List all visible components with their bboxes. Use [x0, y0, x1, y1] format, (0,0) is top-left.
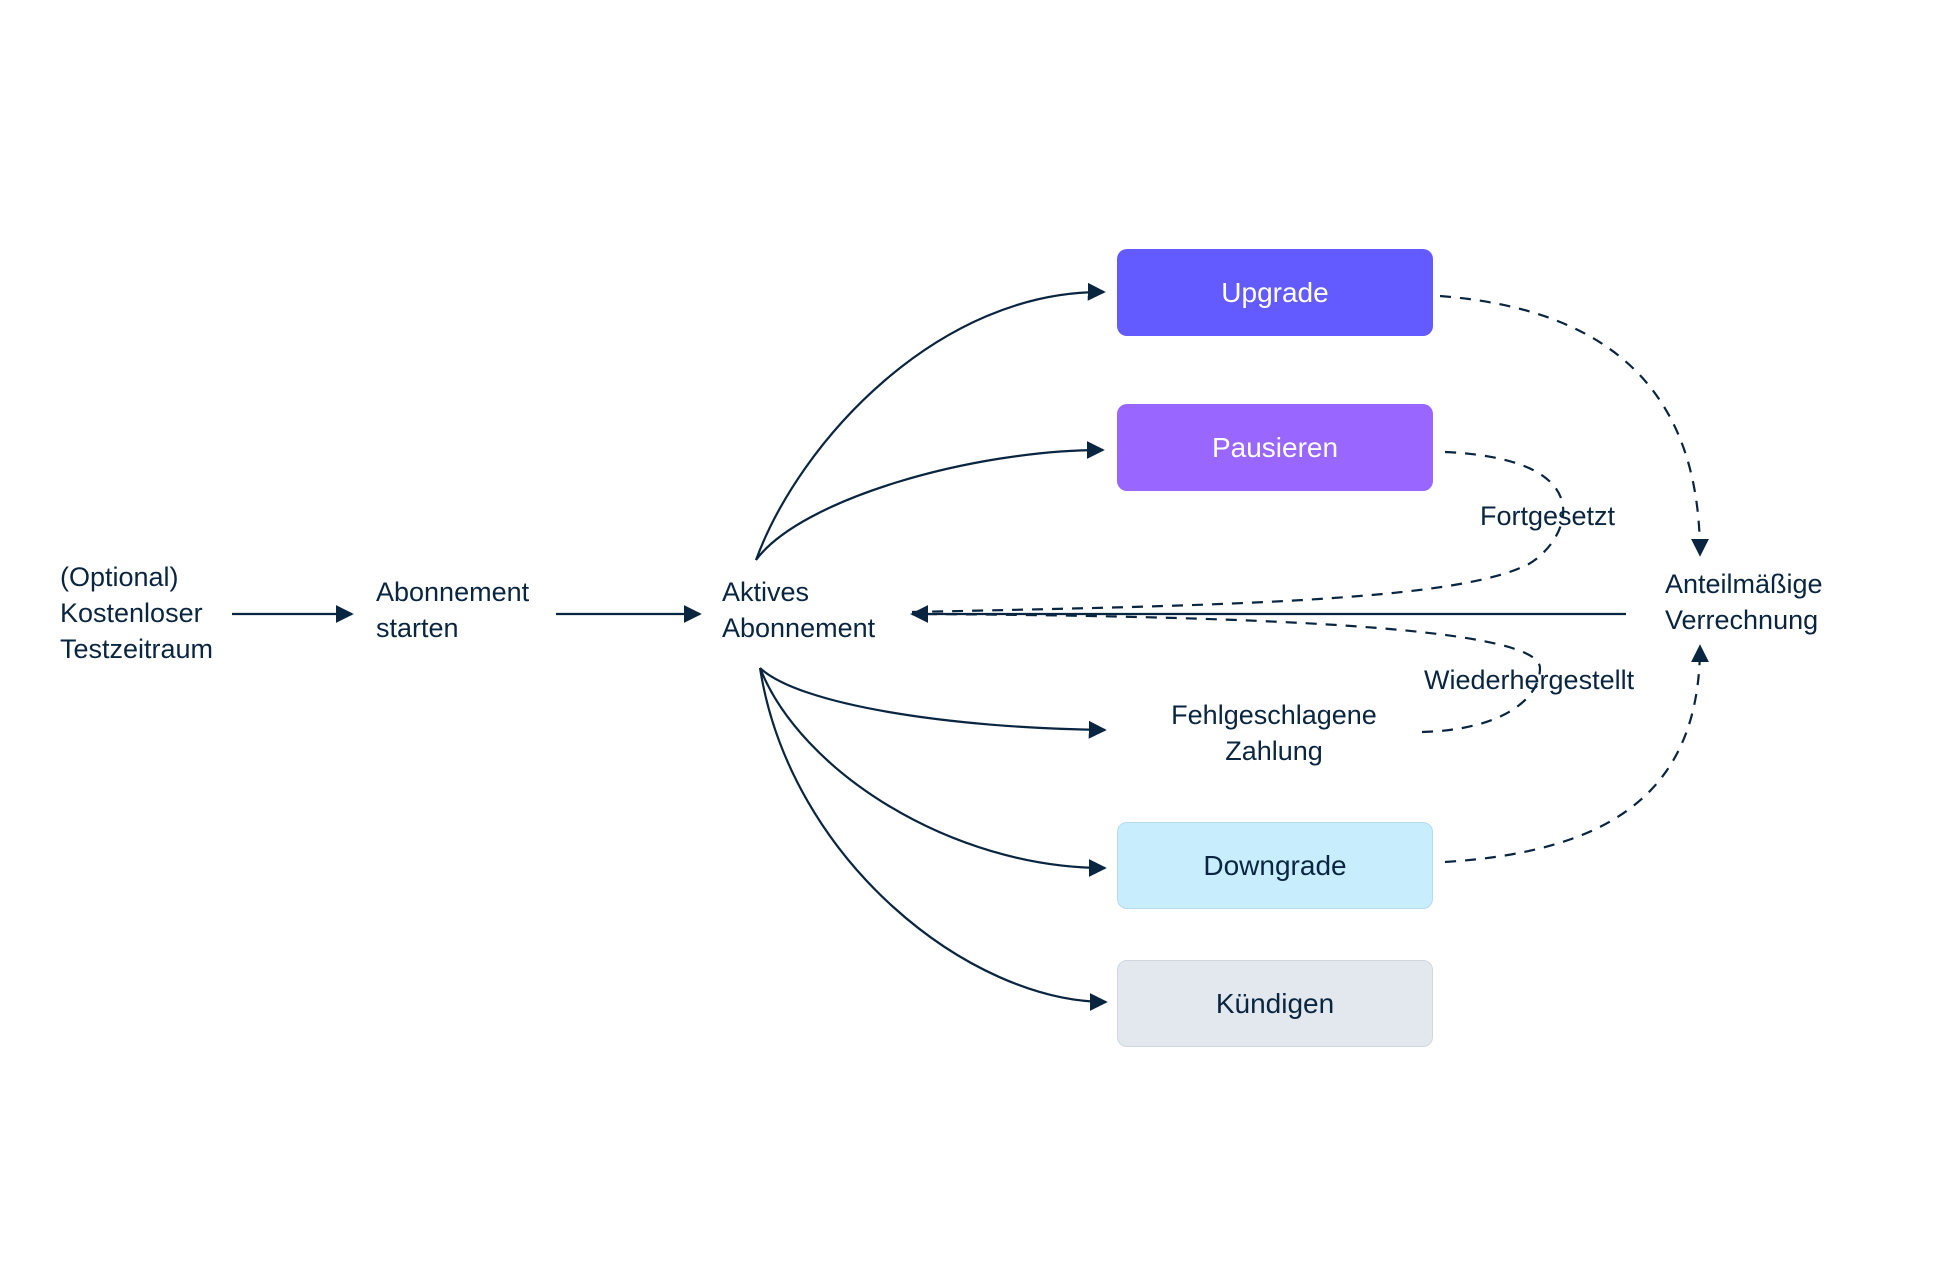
- failed-line-2: Zahlung: [1225, 736, 1323, 766]
- arrow-active-to-failed: [759, 667, 1107, 739]
- proration-line-2: Verrechnung: [1665, 605, 1819, 635]
- failed-payment-label: Fehlgeschlagene Zahlung: [1116, 697, 1432, 769]
- restored-edge-label: Wiederhergestellt: [1424, 665, 1635, 695]
- active-stage-label: Aktives Abonnement: [722, 574, 875, 646]
- cancel-label: Kündigen: [1215, 987, 1335, 1019]
- trial-line-3: Testzeitraum: [60, 634, 214, 664]
- start-stage-label: Abonnement starten: [376, 574, 529, 646]
- failed-line-1: Fehlgeschlagene: [1171, 700, 1377, 730]
- arrow-active-to-upgrade: [754, 282, 1106, 561]
- dashed-upgrade-to-proration: [1439, 294, 1709, 557]
- start-line-1: Abonnement: [376, 577, 530, 607]
- dashed-pause-resumed: [911, 450, 1565, 614]
- trial-stage-label: (Optional) Kostenloser Testzeitraum: [60, 559, 213, 667]
- pause-box: Pausieren: [1117, 404, 1433, 491]
- downgrade-label: Downgrade: [1203, 849, 1347, 881]
- dashed-downgrade-to-proration: [1444, 644, 1709, 864]
- trial-line-2: Kostenloser: [60, 598, 203, 628]
- active-line-1: Aktives: [722, 577, 810, 607]
- resumed-edge-label: Fortgesetzt: [1480, 501, 1616, 531]
- active-line-2: Abonnement: [722, 613, 876, 643]
- arrow-active-to-downgrade: [758, 667, 1107, 877]
- cancel-box: Kündigen: [1117, 960, 1433, 1047]
- pause-label: Pausieren: [1211, 431, 1339, 463]
- proration-stage-label: Anteilmäßige Verrechnung: [1665, 566, 1823, 638]
- dashed-failed-restored: [911, 612, 1542, 734]
- downgrade-box: Downgrade: [1117, 822, 1433, 909]
- trial-line-1: (Optional): [60, 562, 179, 592]
- arrow-active-to-pause: [755, 441, 1105, 561]
- start-line-2: starten: [376, 613, 459, 643]
- proration-line-1: Anteilmäßige: [1665, 569, 1823, 599]
- upgrade-label: Upgrade: [1221, 276, 1329, 308]
- upgrade-box: Upgrade: [1117, 249, 1433, 336]
- arrow-active-to-cancel: [758, 667, 1108, 1011]
